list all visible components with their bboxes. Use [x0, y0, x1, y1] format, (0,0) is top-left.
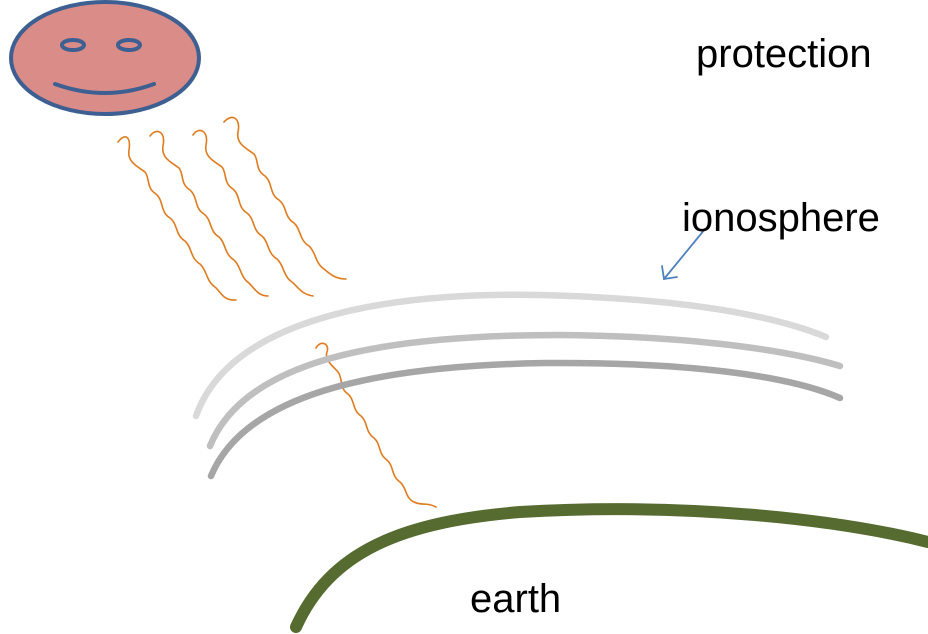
protection-label: protection — [696, 34, 872, 74]
sun-face — [11, 2, 199, 114]
earth-label: earth — [470, 579, 561, 619]
ionosphere-layer-middle — [210, 335, 840, 446]
sun-left-eye — [62, 40, 84, 50]
sun-right-eye — [118, 40, 140, 50]
earth-surface — [296, 509, 928, 627]
ionosphere-layer-inner — [211, 363, 840, 476]
ray-passing-through-ionosphere — [316, 343, 436, 507]
sun-rays — [118, 117, 436, 507]
sun-ray-4 — [224, 117, 346, 279]
sun-ray-3 — [193, 130, 313, 296]
ionosphere-label: ionosphere — [682, 198, 880, 238]
ionosphere-layer-outer — [196, 295, 826, 416]
smiley-sun-icon — [11, 2, 199, 114]
sun-ray-1 — [118, 137, 236, 300]
ionosphere-layers — [196, 295, 840, 476]
